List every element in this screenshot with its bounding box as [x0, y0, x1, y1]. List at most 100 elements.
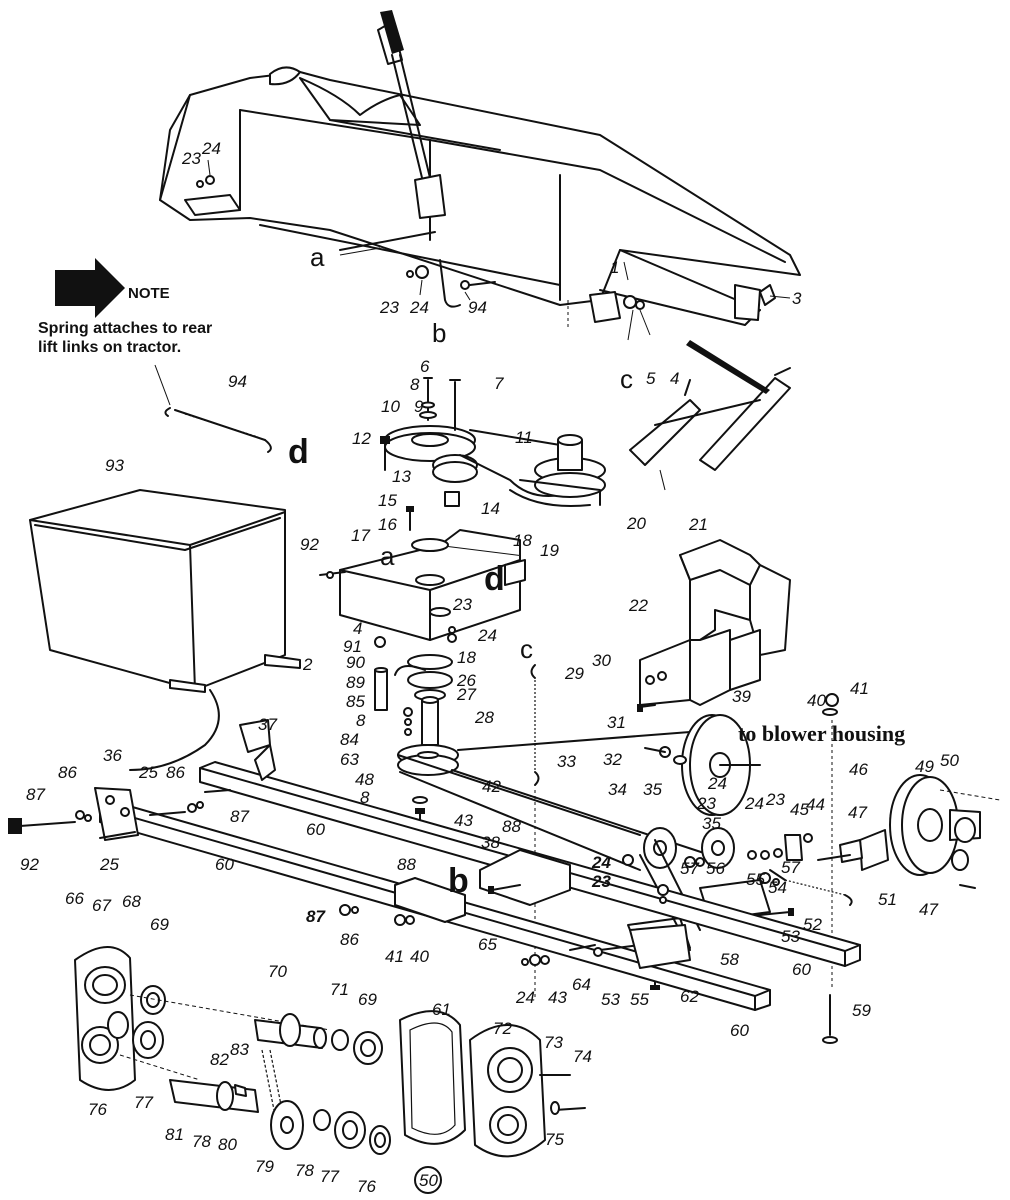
part-label: 52	[803, 915, 822, 934]
part-label: 88	[397, 855, 416, 874]
part-label: 65	[478, 935, 497, 954]
part-label: 93	[105, 456, 124, 475]
part-label: 81	[165, 1125, 184, 1144]
part-label: 29	[564, 664, 584, 683]
part-label: 24	[201, 139, 221, 158]
letter-a-plate: a	[380, 541, 395, 571]
part-label: 40	[410, 947, 429, 966]
part-label: 70	[268, 962, 287, 981]
part-label: 64	[572, 975, 591, 994]
note-leader	[154, 364, 171, 406]
part-label: 94	[468, 298, 487, 317]
blower-housing-callout: to blower housing	[738, 721, 905, 746]
part-label: 59	[852, 1001, 871, 1020]
part-label: 78	[295, 1161, 314, 1180]
part-label: 37	[258, 715, 277, 734]
note-line-1: Spring attaches to rear	[38, 320, 212, 337]
part-label: 62	[680, 987, 699, 1006]
letter-b-top: b	[432, 318, 446, 348]
part-label: 46	[849, 760, 868, 779]
part-label: 1	[610, 258, 619, 277]
part-label: 56	[706, 859, 725, 878]
part-label: 87	[230, 807, 249, 826]
part-label: 12	[352, 429, 371, 448]
part-label: 60	[215, 855, 234, 874]
blower-pulley-39	[643, 693, 839, 990]
letter-d-top: d	[288, 433, 309, 471]
part-label: 48	[355, 770, 374, 789]
part-label: 74	[573, 1047, 592, 1066]
part-label: 53	[781, 927, 800, 946]
part-label: 67	[92, 896, 111, 915]
part-label: 21	[688, 515, 708, 534]
part-label: 87	[306, 907, 326, 926]
part-label: 92	[300, 535, 319, 554]
part-label: 42	[482, 777, 501, 796]
part-label: 8	[410, 375, 420, 394]
part-label: 79	[255, 1157, 274, 1176]
part-label: 71	[330, 980, 349, 999]
part-label: 24	[707, 774, 727, 793]
part-label: 60	[730, 1021, 749, 1040]
part-label: 13	[392, 467, 411, 486]
letter-a-top: a	[310, 242, 325, 272]
part-label: 86	[166, 763, 185, 782]
part-label: 69	[358, 990, 377, 1009]
part-label: 22	[628, 596, 648, 615]
part-label: 23	[696, 794, 716, 813]
part-label: 20	[626, 514, 646, 533]
part-label: 86	[58, 763, 77, 782]
part-label: 55	[746, 870, 765, 889]
part-label: 89	[346, 673, 365, 692]
part-label: 40	[807, 691, 826, 710]
part-label: 60	[792, 960, 811, 979]
part-label: 15	[378, 491, 397, 510]
part-label: 18	[457, 648, 476, 667]
part-label: 77	[134, 1093, 153, 1112]
part-label: 23	[379, 298, 399, 317]
top-leaders	[207, 159, 791, 491]
blower-housing-49-50	[817, 774, 1001, 889]
part-label: 68	[122, 892, 141, 911]
part-label: 60	[306, 820, 325, 839]
part-label: 44	[806, 795, 825, 814]
part-label: 24	[744, 794, 764, 813]
part-label: 24	[409, 298, 429, 317]
part-label: 6	[420, 357, 430, 376]
part-label: 47	[919, 900, 938, 919]
part-label: 92	[20, 855, 39, 874]
part-label: 31	[607, 713, 626, 732]
part-label: 78	[192, 1132, 211, 1151]
part-label: 8	[360, 788, 370, 807]
part-label: 76	[357, 1177, 376, 1196]
part-number-labels: 23 24 23 24 94 1 5 4 3 94 6 8 9 7 10 11 …	[20, 139, 959, 1196]
letter-d-plate: d	[484, 560, 505, 598]
part-label: 87	[26, 785, 45, 804]
part-label: 23	[591, 872, 611, 891]
part-label: 63	[340, 750, 359, 769]
part-label: 58	[720, 950, 739, 969]
part-label: 25	[99, 855, 119, 874]
part-label: 76	[88, 1100, 107, 1119]
part-label: 19	[540, 541, 559, 560]
part-label: 54	[768, 878, 787, 897]
part-label: 35	[702, 814, 721, 833]
part-label: 55	[630, 990, 649, 1009]
part-label: 27	[456, 685, 476, 704]
note-line-2: lift links on tractor.	[38, 339, 181, 356]
part-label: 23	[765, 790, 785, 809]
part-label: 50	[940, 751, 959, 770]
part-label: 84	[340, 730, 359, 749]
part-label: 77	[320, 1167, 339, 1186]
part-label: 57	[680, 859, 699, 878]
part-label: 49	[915, 757, 934, 776]
part-label: 30	[592, 651, 611, 670]
part-label: 90	[346, 653, 365, 672]
part-label: 36	[103, 746, 122, 765]
part-label: 43	[454, 811, 473, 830]
part-label: 16	[378, 515, 397, 534]
part-label: 35	[643, 780, 662, 799]
hopper-box-93	[29, 489, 301, 771]
part-label: 23	[181, 149, 201, 168]
